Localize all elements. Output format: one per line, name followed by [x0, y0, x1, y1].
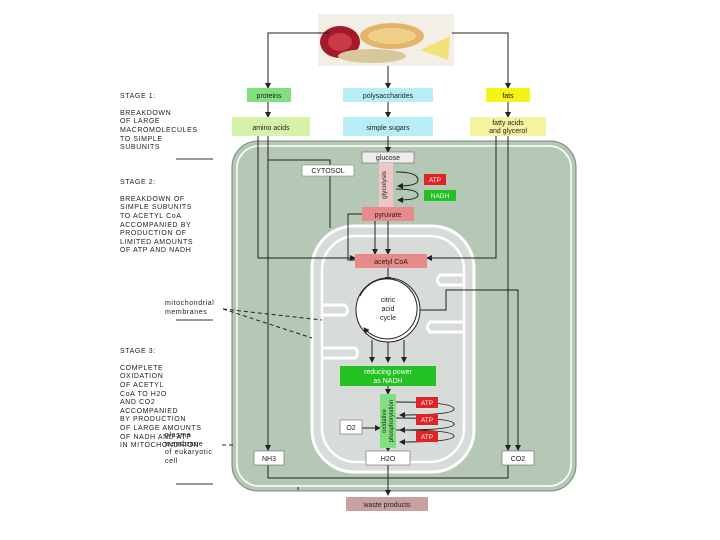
- oxphos-atp-label-1: ATP: [421, 400, 433, 407]
- oxphos-atp-label-3: ATP: [421, 434, 433, 441]
- co2-box: [501, 450, 535, 466]
- fats-box: [486, 88, 530, 102]
- citric-label-line3: cycle: [380, 315, 396, 322]
- cytosol-box: [301, 164, 355, 177]
- oxphos-label-line2: phosphorylation: [389, 400, 395, 442]
- mito-membranes-label: mitochondrial membranes: [165, 300, 215, 316]
- fatty-acids-label-line1: fatty acids: [492, 120, 524, 127]
- stage3-title: STAGE 3:: [120, 347, 156, 355]
- plasma-membrane-label: plasma membrane of eukaryotic cell: [165, 432, 213, 465]
- h2o-label: H2O: [381, 456, 396, 463]
- fatty-acids-box: [470, 117, 546, 136]
- nh3-box: [253, 450, 285, 466]
- simple-sugars-box: [343, 117, 433, 136]
- pyruvate-box: [362, 207, 414, 221]
- stage1-body: BREAKDOWN OF LARGE MACROMOLECULES TO SIM…: [120, 109, 198, 152]
- stage2-title: STAGE 2:: [120, 178, 156, 186]
- proteins-box: [247, 88, 291, 102]
- oxidative-phosphorylation-bar: [380, 394, 396, 448]
- co2-label: CO2: [511, 456, 526, 463]
- h2o-box: [365, 450, 411, 466]
- waste-products-label: waste products: [362, 502, 411, 509]
- reducing-power-line1: reducing power: [364, 369, 413, 376]
- citric-label-line1: citric: [381, 297, 396, 304]
- acetyl-coa-label: acetyl CoA: [374, 259, 408, 266]
- oxphos-label-line1: oxidative: [382, 409, 388, 433]
- glycolysis-energy-arrows: [395, 171, 419, 203]
- cristae: [322, 273, 464, 360]
- cell-inner-line: [236, 145, 572, 487]
- stage3-label: STAGE 3: COMPLETE OXIDATION OF ACETYL Co…: [120, 339, 202, 459]
- citric-acid-cycle: [355, 277, 421, 343]
- glycolysis-nadh-box: [424, 190, 456, 201]
- cytosol-label: CYTOSOL: [311, 168, 344, 175]
- oxphos-atp-box-1: [416, 397, 438, 408]
- waste-products-box: [346, 497, 428, 511]
- polysaccharides-box: [343, 88, 433, 102]
- fatty-acids-label-line2: and glycerol: [489, 128, 527, 135]
- glycolysis-bar: [379, 163, 393, 207]
- nh3-label: NH3: [262, 456, 276, 463]
- o2-label: O2: [346, 425, 355, 432]
- food-image: [318, 14, 454, 66]
- glycolysis-nadh-label: NADH: [431, 193, 450, 200]
- stage2-body: BREAKDOWN OF SIMPLE SUBUNITS TO ACETYL C…: [120, 195, 194, 255]
- stage-separators: [176, 158, 213, 485]
- stage1-title: STAGE 1:: [120, 92, 156, 100]
- reducing-power-line2: as NADH: [373, 378, 402, 385]
- amino-acids-box: [232, 117, 310, 136]
- fats-label: fats: [502, 93, 514, 100]
- o2-box: [339, 419, 363, 435]
- pyruvate-label: pyruvate: [375, 212, 402, 219]
- oxphos-atp-box-2: [416, 414, 438, 425]
- glycolysis-atp-label: ATP: [429, 177, 441, 184]
- stage3-body: COMPLETE OXIDATION OF ACETYL CoA TO H2O …: [120, 364, 202, 450]
- stage2-label: STAGE 2: BREAKDOWN OF SIMPLE SUBUNITS TO…: [120, 170, 193, 265]
- glucose-label: glucose: [376, 155, 400, 162]
- simple-sugars-label: simple sugars: [366, 125, 410, 132]
- cycle-arrow: [359, 278, 418, 340]
- oxphos-atp-label-2: ATP: [421, 417, 433, 424]
- citric-label-line2: acid: [382, 306, 395, 313]
- polysaccharides-label: polysaccharides: [363, 93, 414, 100]
- annotation-pointers: [222, 308, 323, 446]
- reducing-power-box: [340, 366, 436, 386]
- flow-lines: [257, 32, 521, 496]
- proteins-label: proteins: [257, 93, 282, 100]
- amino-acids-label: amino acids: [252, 125, 290, 132]
- glycolysis-atp-box: [424, 174, 446, 185]
- acetyl-coa-box: [355, 254, 427, 268]
- glycolysis-label: glycolysis: [381, 170, 388, 199]
- stage1-label: STAGE 1: BREAKDOWN OF LARGE MACROMOLECUL…: [120, 84, 198, 161]
- oxphos-atp-box-3: [416, 431, 438, 442]
